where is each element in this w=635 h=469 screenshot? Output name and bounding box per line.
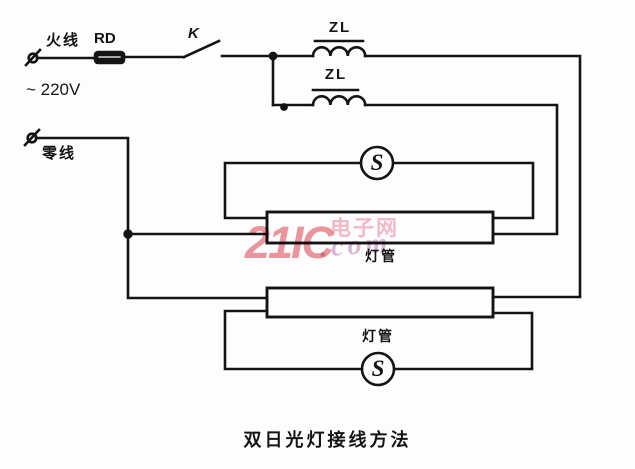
ballast1-label: ZL <box>328 19 352 36</box>
starter2-loop-wire <box>223 309 534 371</box>
voltage-label: ~ 220V <box>26 80 81 99</box>
lamp2-label: 灯管 <box>362 328 394 344</box>
lamp2-tube <box>265 286 495 319</box>
neutral-terminal-slash <box>23 128 41 147</box>
lamp1-tube <box>265 210 495 245</box>
switch-label: K <box>188 25 199 42</box>
starter1-circle <box>359 145 395 181</box>
live-wire-label: 火线 <box>46 32 81 49</box>
starter2-circle <box>360 351 396 387</box>
starter1-loop-wire <box>223 161 535 220</box>
diagram-caption: 双日光灯接线方法 <box>243 430 412 450</box>
starter1-letter: S <box>370 150 384 175</box>
ballast2-coil <box>311 95 367 107</box>
lamp1-label: 灯管 <box>365 248 397 264</box>
ballast1-coil <box>311 46 367 58</box>
neutral-wire-label: 零线 <box>42 145 77 162</box>
switch-blade <box>182 39 221 59</box>
ballast2-to-lamp1-wire <box>363 103 559 236</box>
fuse-label: RD <box>94 30 116 47</box>
live-terminal-slash <box>24 48 42 67</box>
neutral-wire <box>34 136 269 300</box>
live-wire <box>35 54 275 60</box>
ballast1-to-lamp2-wire <box>363 54 582 299</box>
starter2-letter: S <box>371 356 385 381</box>
ballast2-label: ZL <box>324 66 348 83</box>
